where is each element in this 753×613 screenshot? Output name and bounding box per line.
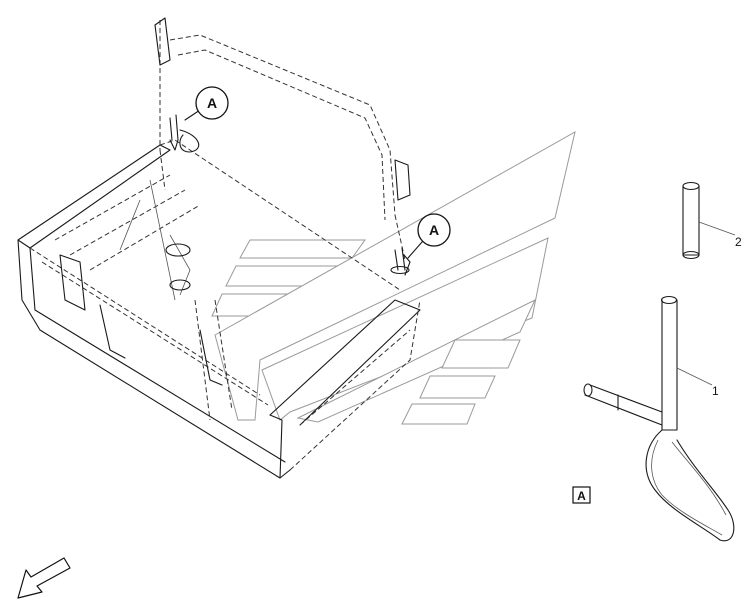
- part-number-2: 2: [735, 235, 742, 249]
- upper-pin-location: [169, 114, 200, 153]
- detail-a-box-label: A: [577, 489, 586, 503]
- lock-pin-part: 1: [583, 295, 735, 542]
- pin-sleeve-part: 2: [682, 181, 742, 260]
- callout-a-upper-label: A: [207, 95, 217, 111]
- direction-arrow-icon: [17, 557, 71, 599]
- detail-a-box: A: [572, 486, 591, 504]
- callout-a-upper: A: [184, 86, 229, 121]
- callout-a-middle-label: A: [429, 222, 439, 238]
- bucket-frame: [17, 139, 421, 479]
- callout-a-middle: A: [407, 213, 451, 259]
- rops-frame: [154, 17, 411, 261]
- part-number-1: 1: [712, 384, 719, 398]
- watermark-logo: [211, 131, 576, 425]
- middle-pin-location: [390, 247, 411, 276]
